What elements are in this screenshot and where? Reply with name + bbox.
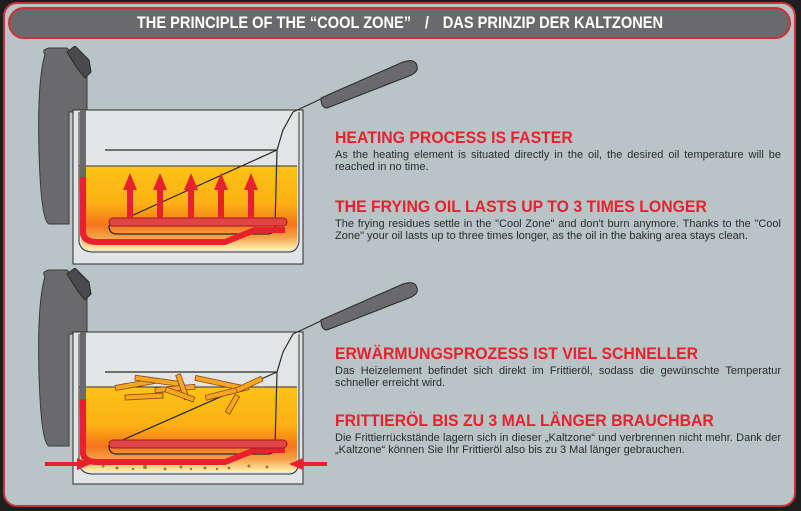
fries bbox=[114, 373, 264, 415]
title-separator: / bbox=[424, 13, 429, 32]
section-heating-en: HEATING PROCESS IS FASTER As the heating… bbox=[335, 128, 781, 173]
heat-arrows bbox=[123, 173, 258, 218]
section-heating-de: ERWÄRMUNGSPROZESS IST VIEL SCHNELLER Das… bbox=[335, 344, 781, 389]
section-body: The frying residues settle in the "Cool … bbox=[335, 218, 781, 242]
section-body: As the heating element is situated direc… bbox=[335, 149, 781, 173]
header-banner: THE PRINCIPLE OF THE “COOL ZONE” / DAS PRI… bbox=[8, 7, 791, 39]
section-heading: THE FRYING OIL LASTS UP TO 3 TIMES LONGE… bbox=[335, 197, 707, 216]
section-heading: FRITTIERÖL BIS ZU 3 MAL LÄNGER BRAUCHBAR bbox=[335, 411, 714, 430]
fryer-heating-illustration bbox=[38, 46, 418, 265]
section-body: Die Frittierrückstände lagern sich in di… bbox=[335, 432, 781, 456]
cool-zone-arrows bbox=[45, 458, 327, 470]
title-en: THE PRINCIPLE OF THE “COOL ZONE” bbox=[136, 13, 411, 32]
section-heading: HEATING PROCESS IS FASTER bbox=[335, 128, 573, 147]
cool-zone-infographic: THE PRINCIPLE OF THE “COOL ZONE” / DAS PRI… bbox=[3, 2, 796, 507]
title-de: DAS PRINZIP DER KALTZONEN bbox=[442, 13, 663, 32]
residue-particles bbox=[101, 464, 269, 471]
section-heading: ERWÄRMUNGSPROZESS IST VIEL SCHNELLER bbox=[335, 344, 699, 363]
section-body: Das Heizelement befindet sich direkt im … bbox=[335, 365, 781, 389]
section-oil-de: FRITTIERÖL BIS ZU 3 MAL LÄNGER BRAUCHBAR… bbox=[335, 411, 781, 456]
fryer-cool-zone-illustration bbox=[38, 268, 418, 485]
section-oil-en: THE FRYING OIL LASTS UP TO 3 TIMES LONGE… bbox=[335, 197, 781, 242]
page-title: THE PRINCIPLE OF THE “COOL ZONE” / DAS PRI… bbox=[136, 13, 662, 33]
